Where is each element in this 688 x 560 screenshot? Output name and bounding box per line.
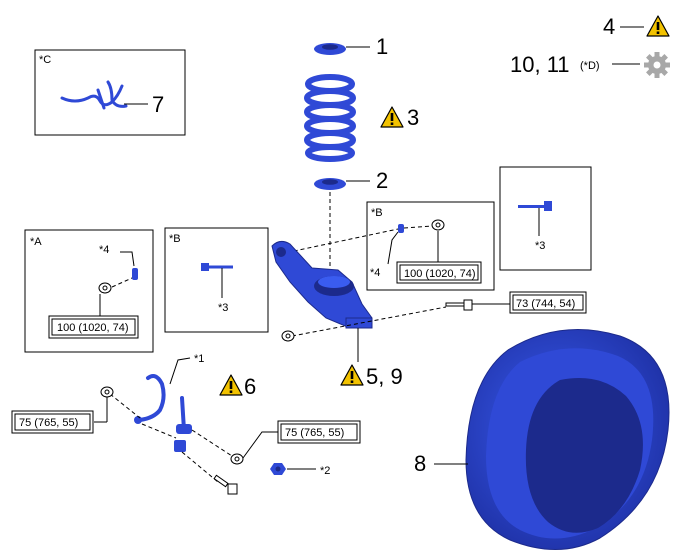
- ref-b-right-label: *B: [371, 207, 383, 219]
- nut-part-arm: [281, 330, 295, 342]
- bolt-part-a: [132, 268, 138, 280]
- link-ends-part: [134, 416, 192, 452]
- part-number-4: 4: [603, 14, 615, 39]
- part-number-3: 3: [407, 105, 419, 130]
- ref-4-b-right: *4: [370, 267, 380, 279]
- ref-3-detail: *3: [535, 240, 545, 252]
- stabilizer-link-part: [138, 374, 186, 432]
- detail-box-a: [24, 229, 154, 353]
- nut-part-b-right: [431, 219, 445, 231]
- torque-value-a: 100 (1020, 74): [57, 322, 129, 334]
- warning-triangle-icon-5-9: [340, 364, 364, 386]
- torque-value-73: 73 (744, 54): [516, 298, 575, 310]
- bolt-part-b-right: [398, 224, 404, 233]
- warning-triangle-icon: [646, 15, 670, 37]
- part-number-6: 6: [244, 374, 256, 399]
- torque-box-75-right: [277, 420, 361, 444]
- bolt-part-detail: [518, 201, 552, 211]
- detail-box-bolt: [499, 166, 592, 271]
- nut-part-2: [270, 463, 286, 475]
- ref-3-b-left: *3: [218, 302, 228, 314]
- detail-box-b-right: [366, 201, 495, 291]
- part-number-1: 1: [376, 34, 388, 59]
- detail-box-c: [34, 49, 186, 136]
- part-number-2: 2: [376, 168, 388, 193]
- part-number-7: 7: [152, 92, 164, 117]
- part-number-10-11: 10, 11: [510, 52, 570, 77]
- stabilizer-bar-part: [60, 80, 128, 110]
- upper-spring-insulator-part: [314, 43, 346, 55]
- ref-b-left-label: *B: [169, 233, 181, 245]
- bolt-part-link-bottom: [213, 474, 238, 495]
- coil-spring-part: [304, 74, 356, 162]
- torque-box-73: [509, 291, 587, 314]
- warning-triangle-icon-6: [219, 374, 243, 396]
- bolt-part-b-left: [201, 263, 233, 271]
- lower-spring-insulator-part: [314, 178, 346, 190]
- torque-box-a: [48, 315, 139, 339]
- tire-part: [465, 329, 670, 550]
- ref-a-label: *A: [30, 236, 42, 248]
- ref-d: (*D): [580, 60, 600, 72]
- ref-2: *2: [320, 465, 330, 477]
- nut-part-link-right: [230, 453, 244, 465]
- nut-part-link-left: [100, 386, 114, 398]
- ref-1: *1: [194, 353, 204, 365]
- torque-value-b: 100 (1020, 74): [404, 268, 476, 280]
- warning-triangle-icon-3: [380, 106, 404, 128]
- part-number-5-9: 5, 9: [366, 364, 403, 389]
- torque-box-b: [396, 261, 482, 284]
- lower-arm-part: [271, 240, 373, 329]
- torque-value-75-right: 75 (765, 55): [285, 427, 344, 439]
- ref-4-a: *4: [99, 244, 109, 256]
- gear-icon: [644, 52, 670, 78]
- detail-box-b-left: [164, 227, 269, 333]
- bolt-part-arm: [445, 299, 473, 311]
- torque-value-75-left: 75 (765, 55): [19, 417, 78, 429]
- ref-c-label: *C: [39, 54, 51, 66]
- part-number-8: 8: [414, 451, 426, 476]
- nut-part-a: [98, 282, 112, 294]
- torque-box-75-left: [11, 410, 94, 434]
